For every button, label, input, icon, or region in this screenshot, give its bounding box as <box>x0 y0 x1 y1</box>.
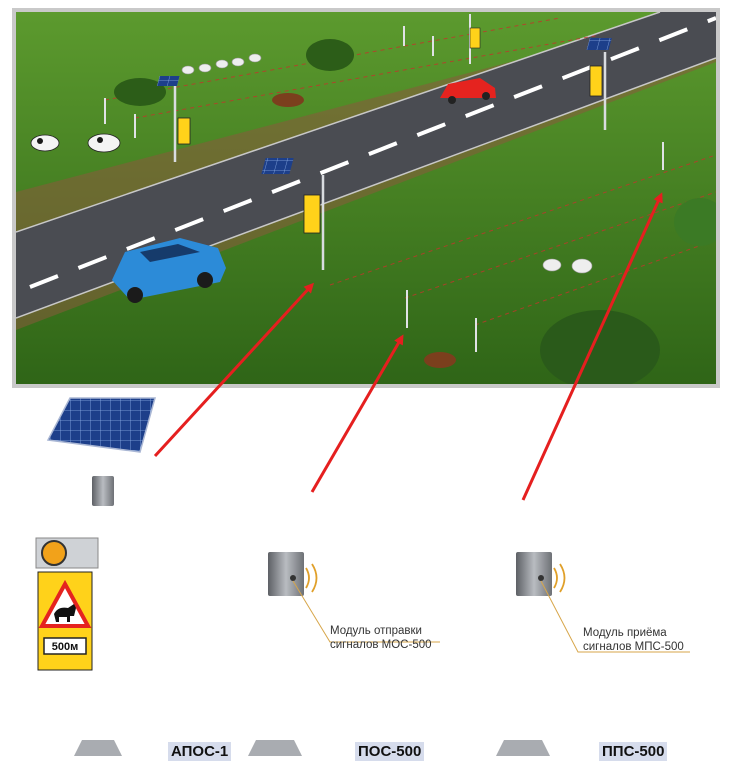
tree <box>540 310 660 384</box>
cow-icon <box>54 604 76 622</box>
pos-label: ПОС-500 <box>355 742 425 761</box>
pps-note-line2: сигналов МПС-500 <box>583 641 684 653</box>
solar-panel <box>46 397 156 453</box>
sensor-beams <box>104 17 716 326</box>
signal-waves-icon <box>553 563 566 593</box>
arrow-pos <box>310 334 404 493</box>
arrow-apos <box>153 282 315 458</box>
pps-note-line1: Модуль приёма <box>583 627 667 639</box>
pps-note: Модуль приёма сигналов МПС-500 <box>583 626 684 654</box>
blue-car <box>112 238 226 303</box>
animal-warning-icon <box>38 579 92 628</box>
pps-leader-line <box>540 580 690 653</box>
tree <box>674 198 716 246</box>
bush <box>114 78 166 106</box>
sheep-flock <box>181 53 593 274</box>
pointer-arrows <box>153 192 663 501</box>
apos-base <box>74 740 122 756</box>
warning-lamp <box>41 540 67 566</box>
sensor-lens-icon <box>538 575 544 581</box>
receive-module-box <box>516 552 552 596</box>
pos-note-line2: сигналов МОС-500 <box>330 639 432 651</box>
scene-sign-far <box>469 27 481 49</box>
apos-label: АПОС-1 <box>168 742 232 761</box>
pps-base <box>496 740 550 756</box>
control-box <box>92 476 114 506</box>
bush <box>306 39 354 71</box>
signal-waves-icon <box>305 563 318 593</box>
red-car <box>440 78 496 104</box>
pos-device <box>248 530 440 756</box>
apos-device: 500м <box>35 397 156 756</box>
scene-apos-pole <box>261 158 325 270</box>
sensor-lens-icon <box>290 575 296 581</box>
pos-note: Модуль отправки сигналов МОС-500 <box>330 624 432 652</box>
distance-plate <box>43 637 87 655</box>
road-edge <box>16 12 661 233</box>
horse <box>424 352 456 368</box>
pos-leader-line <box>292 580 440 643</box>
road-markings <box>29 16 716 289</box>
horse <box>272 93 304 107</box>
road-scene <box>16 12 716 384</box>
arrow-pps <box>521 192 663 501</box>
scene-apos-pole-left <box>156 76 191 162</box>
pos-base <box>248 740 302 756</box>
pps-device <box>496 530 690 756</box>
pos-note-line1: Модуль отправки <box>330 625 422 637</box>
scene-apos-pole-far <box>586 38 612 130</box>
sign-distance-text: 500м <box>52 641 79 653</box>
pps-label: ППС-500 <box>599 742 668 761</box>
cows <box>30 133 121 153</box>
